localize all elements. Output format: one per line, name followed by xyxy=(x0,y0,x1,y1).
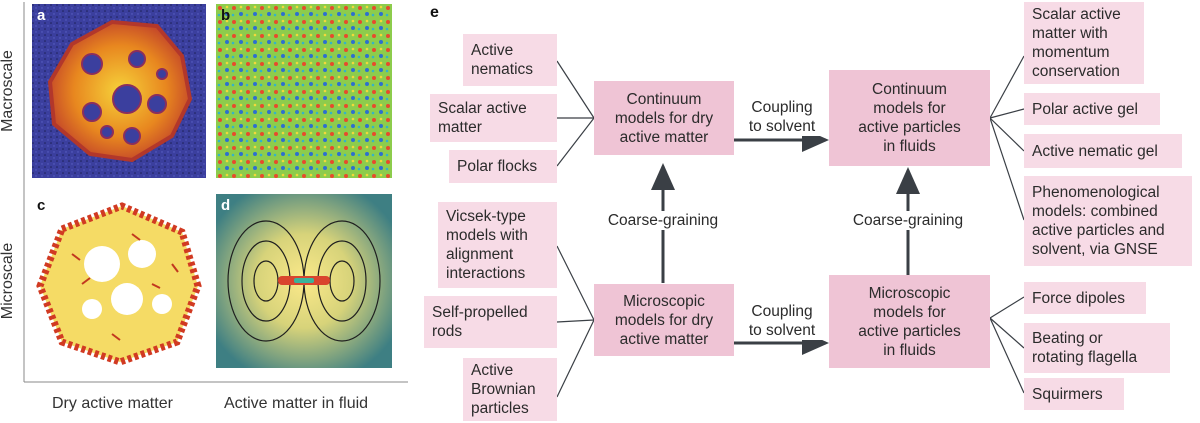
col-label-dry: Dry active matter xyxy=(52,395,173,412)
input-box-scalar-active-matter: Scalar active matter xyxy=(430,94,557,142)
output-box-polar-active-gel: Polar active gel xyxy=(1024,93,1160,125)
panel-b-image: b xyxy=(216,4,392,178)
box-text: Scalar active matter xyxy=(438,100,527,136)
box-text: Squirmers xyxy=(1032,385,1103,403)
left-axes xyxy=(23,2,408,383)
panel-letter: d xyxy=(221,197,231,214)
panel-a-image: a xyxy=(32,4,206,178)
coupling-label-top: Coupling to solvent xyxy=(738,98,826,136)
output-box-active-nematic-gel: Active nematic gel xyxy=(1024,134,1182,168)
output-box-squirmers: Squirmers xyxy=(1024,378,1124,410)
panel-letter: a xyxy=(37,7,46,24)
input-box-active-nematics: Active nematics xyxy=(463,34,557,86)
coupling-label-bottom: Coupling to solvent xyxy=(738,302,826,340)
box-text: Scalar active matter with momentum conse… xyxy=(1032,6,1121,80)
coarse-graining-left: Coarse-graining xyxy=(603,211,723,230)
box-text: Active Brownian particles xyxy=(471,362,536,417)
panel-letter-e: e xyxy=(430,4,439,21)
box-text: Polar flocks xyxy=(457,158,538,175)
output-box-flagella: Beating or rotating flagella xyxy=(1024,323,1170,373)
continuum-fluid-box: Continuum models for active particles in… xyxy=(829,70,990,166)
input-box-polar-flocks: Polar flocks xyxy=(449,150,557,183)
panel-letter: b xyxy=(221,7,231,24)
box-text: Beating or rotating flagella xyxy=(1032,330,1138,366)
box-text: Self-propelled rods xyxy=(432,304,528,340)
output-box-scalar-momentum: Scalar active matter with momentum conse… xyxy=(1024,2,1144,84)
box-text: Microscopic models for active particles … xyxy=(858,284,961,359)
panel-d-image: d xyxy=(216,194,392,368)
box-text: Continuum models for active particles in… xyxy=(858,81,961,155)
microscopic-dry-box: Microscopic models for dry active matter xyxy=(594,284,734,356)
col-label-fluid: Active matter in fluid xyxy=(224,395,369,412)
box-text: Microscopic models for dry active matter xyxy=(614,292,714,348)
box-text: Active nematic gel xyxy=(1032,142,1158,160)
input-box-vicsek-models: Vicsek-type models with alignment intera… xyxy=(438,202,557,288)
input-box-active-brownian: Active Brownian particles xyxy=(463,358,557,421)
panel-c-image: c xyxy=(32,194,206,368)
output-box-phenomenological: Phenomenological models: combined active… xyxy=(1024,176,1192,266)
box-text: Continuum models for dry active matter xyxy=(614,90,714,146)
microscopic-fluid-box: Microscopic models for active particles … xyxy=(829,275,990,368)
box-text: Phenomenological models: combined active… xyxy=(1032,184,1165,258)
input-box-self-propelled-rods: Self-propelled rods xyxy=(424,296,557,348)
box-text: Vicsek-type models with alignment intera… xyxy=(446,208,528,282)
box-text: Force dipoles xyxy=(1032,289,1126,307)
output-box-force-dipoles: Force dipoles xyxy=(1024,282,1146,314)
continuum-dry-box: Continuum models for dry active matter xyxy=(594,81,734,155)
coarse-graining-right: Coarse-graining xyxy=(848,211,968,230)
box-text: Active nematics xyxy=(471,42,534,78)
box-text: Polar active gel xyxy=(1032,100,1138,118)
panel-letter: c xyxy=(37,197,46,214)
